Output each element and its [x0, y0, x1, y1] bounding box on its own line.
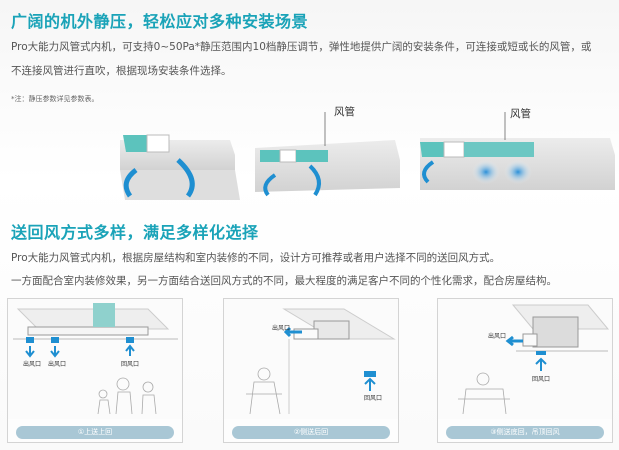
- panel-top-supply-top-return: 出风口 出风口 回风口 ①上送上回: [7, 298, 183, 443]
- panel-2-illustration: [224, 299, 398, 419]
- section-title-air-supply: 送回风方式多样，满足多样化选择: [11, 223, 259, 242]
- panel-side-supply-back-return: 出风口 回风口 ②侧送后回: [223, 298, 399, 443]
- section2-text-line-2: 一方面配合室内装修效果，另一方面结合送回风方式的不同，最大程度的满足客户不同的个…: [11, 275, 557, 287]
- label-return: 回风口: [364, 395, 383, 402]
- footnote: *注：静压参数详见参数表。: [11, 95, 99, 103]
- panel-3-illustration: [438, 299, 612, 419]
- panel-2-caption: ②侧送后回: [232, 426, 390, 439]
- label-return: 回风口: [532, 376, 551, 383]
- label-outlet-1: 出风口: [23, 361, 42, 368]
- label-outlet: 出风口: [272, 325, 291, 332]
- label-return: 回风口: [121, 361, 140, 368]
- panel-1-illustration: [8, 299, 182, 419]
- section-text-line-1: Pro大能力风管式内机，可支持0~50Pa*静压范围内10档静压调节，弹性地提供…: [11, 41, 592, 53]
- panel-3-caption: ③侧送底回，吊顶回风: [446, 426, 604, 439]
- section-title-static-pressure: 广阔的机外静压，轻松应对多种安装场景: [11, 12, 309, 31]
- label-outlet-2: 出风口: [48, 361, 67, 368]
- section2-text-line-1: Pro大能力风管式内机，根据房屋结构和室内装修的不同，设计方可推荐或者用户选择不…: [11, 252, 501, 264]
- unit-short-duct: [255, 112, 400, 197]
- duct-units-illustration: [120, 112, 615, 200]
- label-outlet: 出风口: [488, 333, 507, 340]
- unit-long-duct: [420, 112, 615, 190]
- duct-label-2: 风管: [510, 108, 531, 120]
- section-text-line-2: 不连接风管进行直吹，根据现场安装条件选择。: [11, 65, 232, 77]
- unit-no-duct: [120, 134, 240, 200]
- panel-1-caption: ①上送上回: [16, 426, 174, 439]
- duct-label-1: 风管: [334, 106, 355, 118]
- panel-side-supply-bottom-return: 出风口 回风口 ③侧送底回，吊顶回风: [437, 298, 613, 443]
